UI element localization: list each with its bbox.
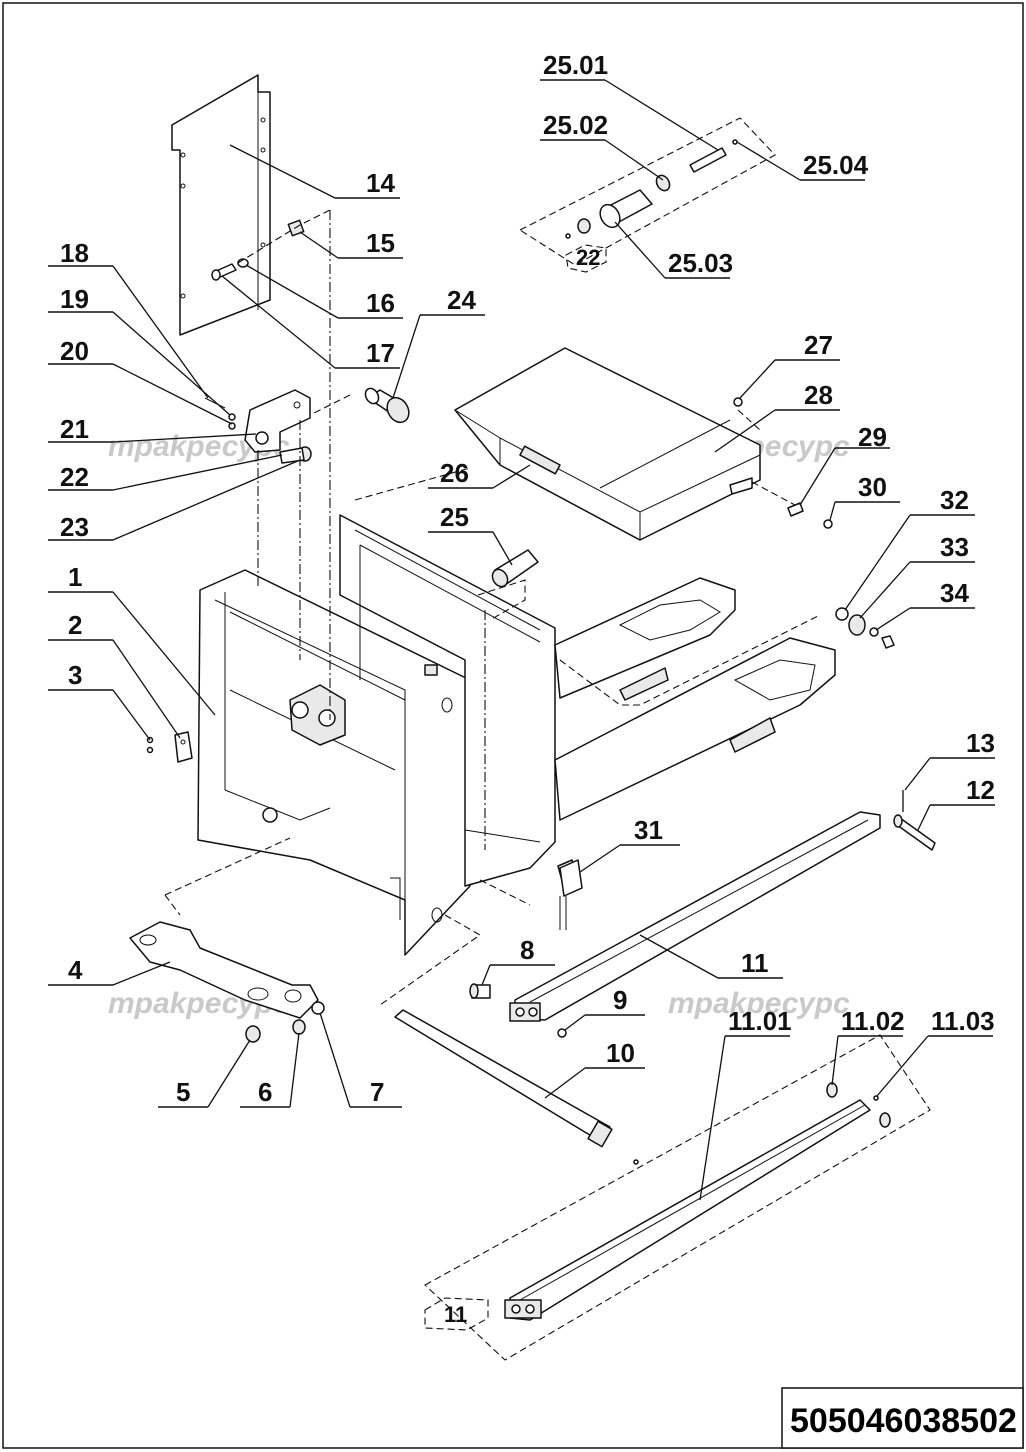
label-25-02: 25.02 <box>543 110 608 140</box>
part-drawings <box>129 74 936 1361</box>
label-11-03: 11.03 <box>931 1006 995 1036</box>
part-2-3-bracket <box>146 731 193 763</box>
label-22-boxed: 22 <box>576 245 600 270</box>
label-7: 7 <box>370 1077 384 1107</box>
label-12: 12 <box>966 775 995 805</box>
document-number-box: 505046038502 <box>781 1387 1024 1449</box>
label-2: 2 <box>68 610 82 640</box>
label-33: 33 <box>940 532 969 562</box>
label-25-03: 25.03 <box>668 248 733 278</box>
label-25-04: 25.04 <box>803 150 869 180</box>
part-26-top-cover <box>454 347 761 541</box>
label-18: 18 <box>60 238 89 268</box>
label-11-boxed: 11 <box>444 1302 467 1327</box>
leader-lines <box>48 79 995 1331</box>
label-11-02: 11.02 <box>841 1006 905 1036</box>
label-29: 29 <box>858 422 887 452</box>
label-14: 14 <box>366 168 395 198</box>
label-22: 22 <box>60 462 89 492</box>
part-14-cover-plate <box>171 74 271 336</box>
label-11: 11 <box>741 948 769 978</box>
label-20: 20 <box>60 336 89 366</box>
label-5: 5 <box>176 1077 190 1107</box>
part-11-lever-arm <box>509 811 881 1022</box>
label-24: 24 <box>447 285 476 315</box>
label-8: 8 <box>520 935 534 965</box>
callout-labels: 25.01 25.02 25.04 25.03 22 14 15 16 17 1… <box>60 50 995 1327</box>
label-9: 9 <box>613 985 627 1015</box>
label-3: 3 <box>68 660 82 690</box>
assembly-guides <box>164 209 821 1006</box>
label-17: 17 <box>366 338 395 368</box>
label-30: 30 <box>858 472 887 502</box>
label-26: 26 <box>440 458 469 488</box>
label-19: 19 <box>60 284 89 314</box>
label-15: 15 <box>366 228 395 258</box>
part-12-13-pin <box>893 790 936 851</box>
part-11-subassembly <box>424 1034 931 1361</box>
document-number: 505046038502 <box>790 1402 1017 1440</box>
part-10-rod <box>394 1009 639 1165</box>
label-31: 31 <box>634 815 663 845</box>
part-1-main-frame <box>197 569 471 956</box>
label-25: 25 <box>440 502 469 532</box>
label-27: 27 <box>804 330 833 360</box>
label-6: 6 <box>258 1077 272 1107</box>
part-18-23-hinge-bracket <box>204 389 312 464</box>
part-27-30-hardware <box>733 397 833 529</box>
part-4-axle-bracket <box>129 921 325 1043</box>
watermark-4: трakресурс <box>668 987 850 1020</box>
label-1: 1 <box>68 562 82 592</box>
label-23: 23 <box>60 512 89 542</box>
part-32-34-wheel <box>835 607 895 649</box>
label-11-01: 11.01 <box>728 1006 792 1036</box>
label-32: 32 <box>940 485 969 515</box>
label-21: 21 <box>60 414 89 444</box>
label-34: 34 <box>940 578 969 608</box>
label-16: 16 <box>366 288 395 318</box>
part-31-clip <box>559 859 583 930</box>
label-28: 28 <box>804 380 833 410</box>
part-25-roller-assembly <box>491 117 776 588</box>
label-25-01: 25.01 <box>543 50 608 80</box>
part-24-roller <box>364 387 410 424</box>
part-8-9-link <box>469 983 567 1038</box>
label-4: 4 <box>68 955 83 985</box>
label-10: 10 <box>606 1038 635 1068</box>
label-13: 13 <box>966 728 995 758</box>
